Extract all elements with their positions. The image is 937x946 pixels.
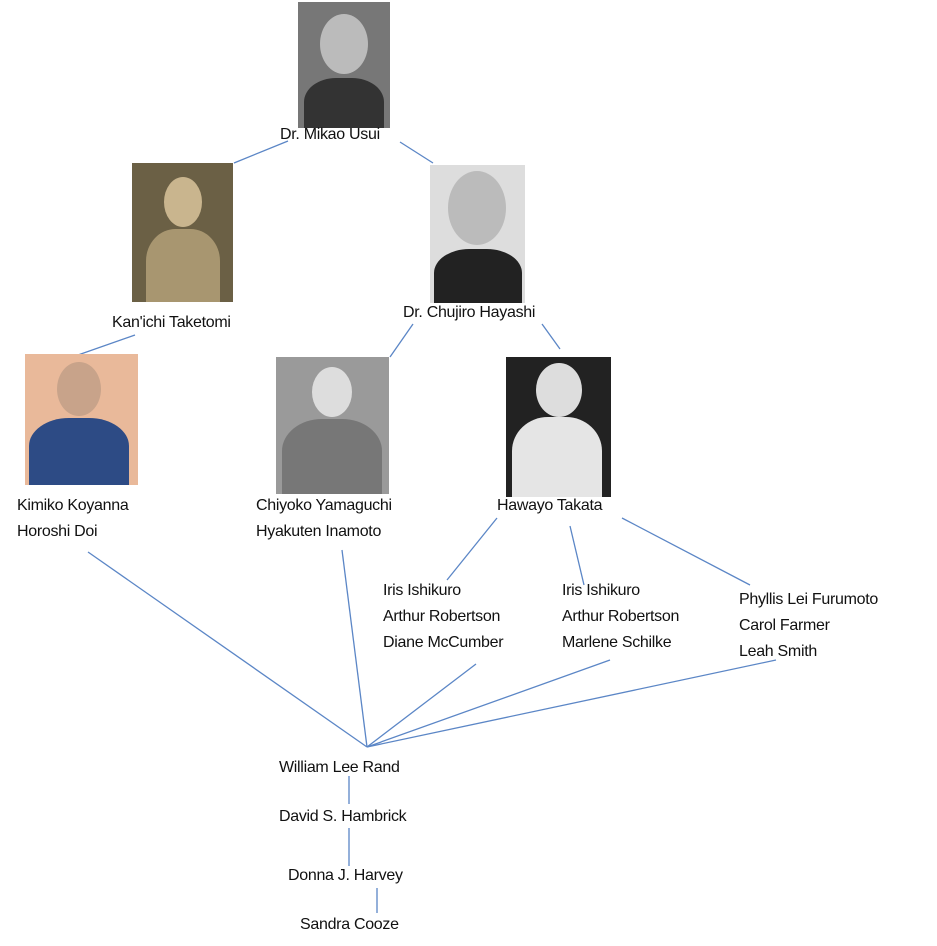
inamoto-label: Hyakuten Inamoto bbox=[256, 523, 382, 540]
koyanna-photo bbox=[25, 354, 138, 485]
usui-label: Dr. Mikao Usui bbox=[280, 126, 380, 143]
group-member: Phyllis Lei Furumoto bbox=[739, 591, 878, 608]
connector bbox=[366, 663, 477, 748]
connector bbox=[366, 659, 777, 748]
connector bbox=[366, 659, 611, 748]
doi-label: Horoshi Doi bbox=[17, 523, 98, 540]
group-member: Arthur Robertson bbox=[562, 608, 680, 625]
group-member: Marlene Schilke bbox=[562, 634, 672, 651]
usui-photo bbox=[298, 2, 390, 128]
group-member: Carol Farmer bbox=[739, 617, 830, 634]
taketomi-label: Kan'ichi Taketomi bbox=[112, 314, 231, 331]
group-3: Phyllis Lei Furumoto Carol Farmer Leah S… bbox=[739, 590, 878, 668]
group-1: Iris Ishikuro Arthur Robertson Diane McC… bbox=[383, 581, 504, 659]
hambrick-label: David S. Hambrick bbox=[279, 808, 407, 825]
connector bbox=[569, 525, 585, 586]
connector bbox=[399, 141, 434, 164]
connector bbox=[87, 551, 368, 748]
connector bbox=[621, 517, 751, 586]
taketomi-photo bbox=[132, 163, 233, 302]
connector bbox=[77, 334, 136, 356]
rand-label: William Lee Rand bbox=[279, 759, 400, 776]
group-member: Arthur Robertson bbox=[383, 608, 501, 625]
group-2: Iris Ishikuro Arthur Robertson Marlene S… bbox=[562, 581, 679, 659]
hayashi-photo bbox=[430, 165, 525, 303]
connector bbox=[233, 140, 289, 164]
group-member: Diane McCumber bbox=[383, 634, 504, 651]
group-member: Leah Smith bbox=[739, 643, 817, 660]
connector bbox=[541, 323, 561, 350]
group-member: Iris Ishikuro bbox=[562, 582, 640, 599]
koyanna-label: Kimiko Koyanna bbox=[17, 497, 129, 514]
yamaguchi-photo bbox=[276, 357, 389, 494]
cooze-label: Sandra Cooze bbox=[300, 916, 399, 933]
yamaguchi-label: Chiyoko Yamaguchi bbox=[256, 497, 392, 514]
takata-label: Hawayo Takata bbox=[497, 497, 603, 514]
takata-photo bbox=[506, 357, 611, 497]
connector bbox=[341, 549, 368, 748]
connector bbox=[446, 517, 498, 581]
connector bbox=[389, 323, 414, 358]
group-member: Iris Ishikuro bbox=[383, 582, 461, 599]
harvey-label: Donna J. Harvey bbox=[288, 867, 403, 884]
hayashi-label: Dr. Chujiro Hayashi bbox=[403, 304, 536, 321]
